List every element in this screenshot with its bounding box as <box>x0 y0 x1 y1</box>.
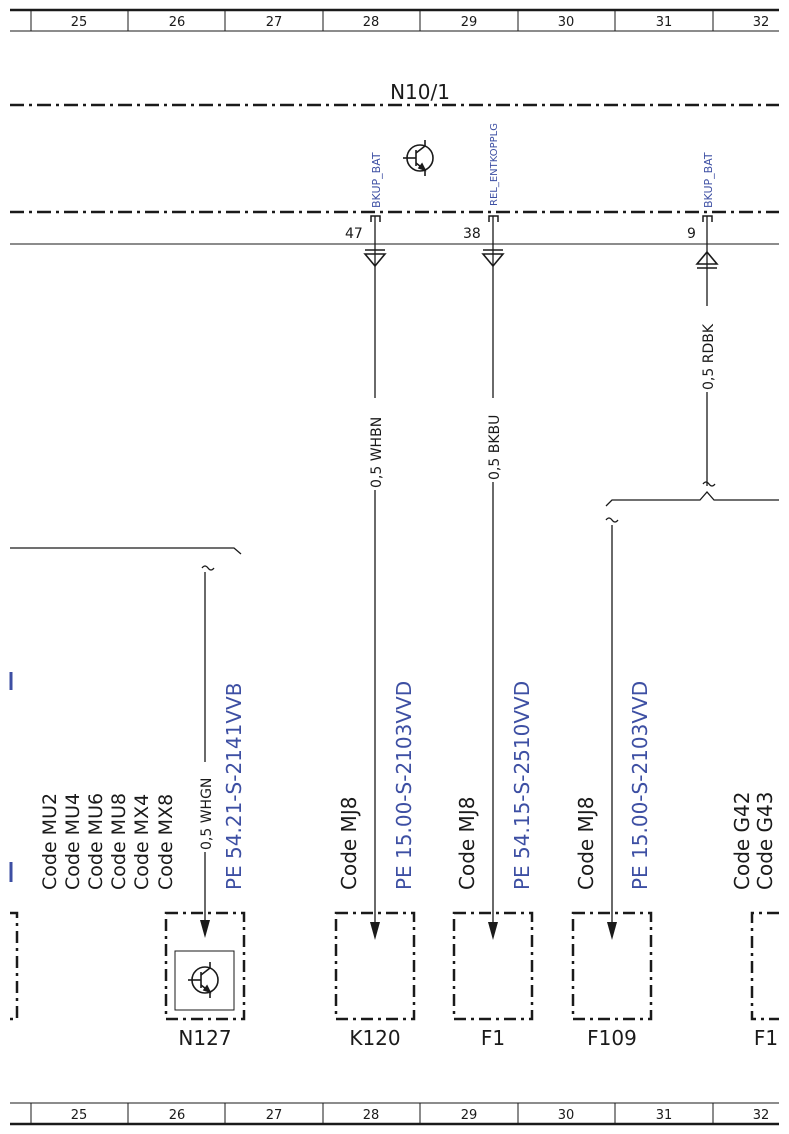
grid-col-label: 30 <box>558 1108 575 1123</box>
component-boxes <box>10 911 779 1021</box>
grid-col-label: 27 <box>266 15 283 30</box>
grid-col-label: 28 <box>363 15 380 30</box>
grid-col-label: 25 <box>71 15 88 30</box>
transistor-icon <box>188 962 219 998</box>
component-name: N127 <box>178 1026 231 1050</box>
pin-number: 47 <box>345 226 363 242</box>
pin-terminal-icons <box>370 215 713 222</box>
transistor-icon <box>403 140 434 176</box>
code-label: Code MU8 <box>108 793 130 890</box>
pin-number: 38 <box>463 226 481 242</box>
wire-label: 0,5 BKBU <box>487 415 503 480</box>
grid-col-label: 29 <box>461 1108 478 1123</box>
wire-label: 0,5 RDBK <box>701 323 717 390</box>
pin-signal-label: REL_ENTKOPPLG <box>489 123 500 206</box>
pin-signal-label: BKUP_BAT <box>370 152 383 208</box>
code-label: Code MU4 <box>62 793 84 890</box>
component-name: F1 <box>754 1026 778 1050</box>
code-label: Code G42 <box>730 791 754 890</box>
connector-arrow-icons <box>363 249 719 269</box>
top-grid-ruler <box>10 8 779 32</box>
grid-col-label: 26 <box>169 15 186 30</box>
module-boundary <box>10 103 779 214</box>
pin-number: 9 <box>687 226 696 242</box>
code-label: Code MJ8 <box>455 797 479 890</box>
component-name: K120 <box>349 1026 400 1050</box>
grid-col-label: 31 <box>656 15 673 30</box>
wires <box>10 216 779 930</box>
code-label: Code G43 <box>753 791 777 890</box>
code-label: Code MJ8 <box>337 797 361 890</box>
grid-col-label: 25 <box>71 1108 88 1123</box>
reference-label: PE 54.15-S-2510VVD <box>510 681 534 890</box>
grid-col-label: 27 <box>266 1108 283 1123</box>
component-name: F109 <box>587 1026 637 1050</box>
grid-col-label: 30 <box>558 15 575 30</box>
reference-label: PE 15.00-S-2103VVD <box>392 681 416 890</box>
arrowheads <box>200 920 617 940</box>
wire-label: 0,5 WHGN <box>199 778 215 850</box>
pin-signal-label: BKUP_BAT <box>702 152 715 208</box>
grid-col-label: 26 <box>169 1108 186 1123</box>
code-label: Code MX8 <box>155 794 177 890</box>
grid-col-label: 31 <box>656 1108 673 1123</box>
bottom-grid-ruler <box>10 1102 779 1126</box>
component-name: F1 <box>481 1026 505 1050</box>
n127-inner-frame <box>174 950 235 1011</box>
code-label: Code MU6 <box>85 793 107 890</box>
grid-col-label: 28 <box>363 1108 380 1123</box>
code-label: Code MX4 <box>131 794 153 890</box>
reference-label: PE 54.21-S-2141VVB <box>222 683 246 890</box>
module-title: N10/1 <box>390 80 450 104</box>
grid-col-label: 32 <box>753 1108 770 1123</box>
reference-label: PE 15.00-S-2103VVD <box>628 681 652 890</box>
code-label: Code MU2 <box>39 793 61 890</box>
wire-label: 0,5 WHBN <box>369 417 385 488</box>
grid-col-label: 29 <box>461 15 478 30</box>
code-label: Code MJ8 <box>574 797 598 890</box>
grid-col-label: 32 <box>753 15 770 30</box>
